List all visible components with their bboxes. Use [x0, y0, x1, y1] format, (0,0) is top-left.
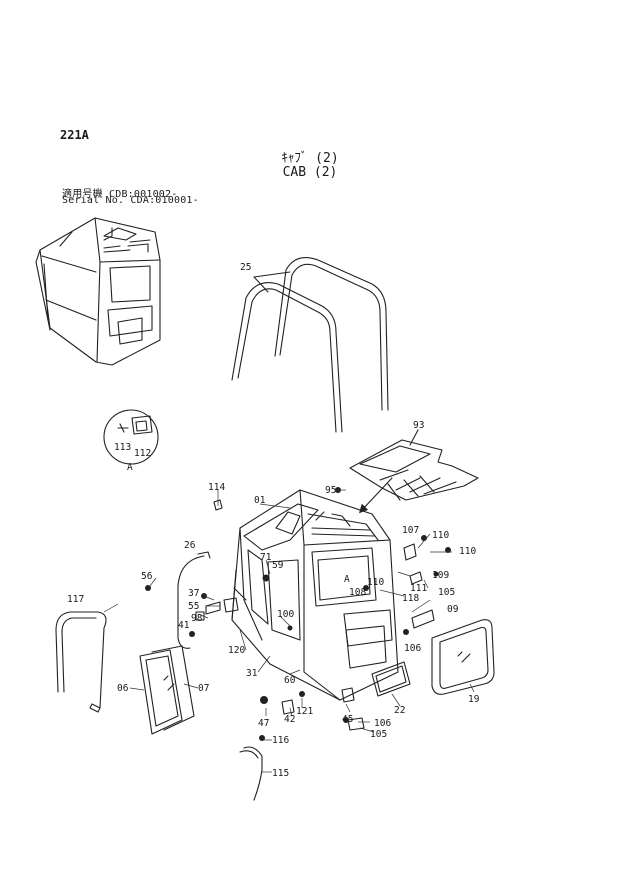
callout-label: 45 — [342, 714, 353, 725]
callout-label: 26 — [184, 540, 196, 551]
callout-label: 113 — [114, 442, 131, 453]
callout-label: 71 — [260, 552, 272, 563]
callout-label: 105 — [438, 587, 455, 598]
callout-label: 31 — [246, 668, 258, 679]
callout-label: 111 — [410, 583, 427, 594]
callout-label: 110 — [367, 577, 384, 588]
callout-label: 108 — [349, 587, 366, 598]
callout-label: 42 — [284, 714, 295, 725]
cab-frame-icon — [231, 489, 399, 701]
callout-label: 115 — [272, 768, 289, 779]
callout-label: A — [344, 574, 350, 585]
wire-harness-icon — [177, 551, 211, 649]
callout-label: 47 — [258, 718, 269, 729]
callout-label: 95 — [325, 485, 336, 496]
door-seal-strip-icon — [231, 257, 389, 433]
callout-label: 56 — [141, 571, 153, 582]
callout-label: 01 — [254, 495, 266, 506]
callout-label: 114 — [208, 482, 225, 493]
hose-icon — [239, 746, 263, 801]
callout-label: 41 — [178, 620, 190, 631]
callout-label: 117 — [67, 594, 84, 605]
callout-label: 100 — [277, 609, 294, 620]
callout-label: 120 — [228, 645, 245, 656]
fastener-icon — [195, 499, 435, 731]
callout-label: A — [127, 462, 133, 473]
detail-a-icon — [103, 409, 159, 465]
callout-label: 98 — [191, 613, 203, 624]
roof-sheet-icon — [349, 429, 479, 514]
callout-label: 105 — [370, 729, 387, 740]
callout-label: 110 — [432, 530, 449, 541]
cab-overview-icon — [35, 217, 161, 366]
callout-label: 116 — [272, 735, 289, 746]
side-glass-icon — [139, 645, 195, 735]
callout-label: 09 — [447, 604, 459, 615]
callout-label: 110 — [459, 546, 476, 557]
glass-seal-icon — [55, 611, 107, 713]
callout-label: 22 — [394, 705, 405, 716]
callout-label: 93 — [413, 420, 424, 431]
callout-label: 121 — [296, 706, 313, 717]
callout-label: 07 — [198, 683, 209, 694]
callout-label: 06 — [117, 683, 129, 694]
callout-label: 55 — [188, 601, 199, 612]
serial-number-range: Serial No. CDA:010001- — [62, 195, 199, 206]
applicable-models-japanese: 適用号機 CDB:001002- — [62, 189, 178, 200]
callout-label: 109 — [432, 570, 449, 581]
callout-label: 106 — [404, 643, 421, 654]
callout-label: 107 — [402, 525, 419, 536]
rear-glass-icon — [431, 619, 495, 695]
cover-plate-icon — [371, 661, 411, 697]
page-code: 221A — [60, 128, 89, 142]
callout-label: 25 — [240, 262, 251, 273]
title-english: CAB (2) — [282, 165, 338, 180]
title-japanese: ｷｬﾌﾞ (2) — [281, 151, 339, 166]
callout-label: 112 — [134, 448, 151, 459]
callout-label: 118 — [402, 593, 419, 604]
callout-label: 60 — [284, 675, 296, 686]
callout-label: 59 — [272, 560, 284, 571]
bolt-icon — [145, 487, 451, 741]
callout-label: 37 — [188, 588, 199, 599]
callout-label: 106 — [374, 718, 391, 729]
callout-label: 19 — [468, 694, 480, 705]
